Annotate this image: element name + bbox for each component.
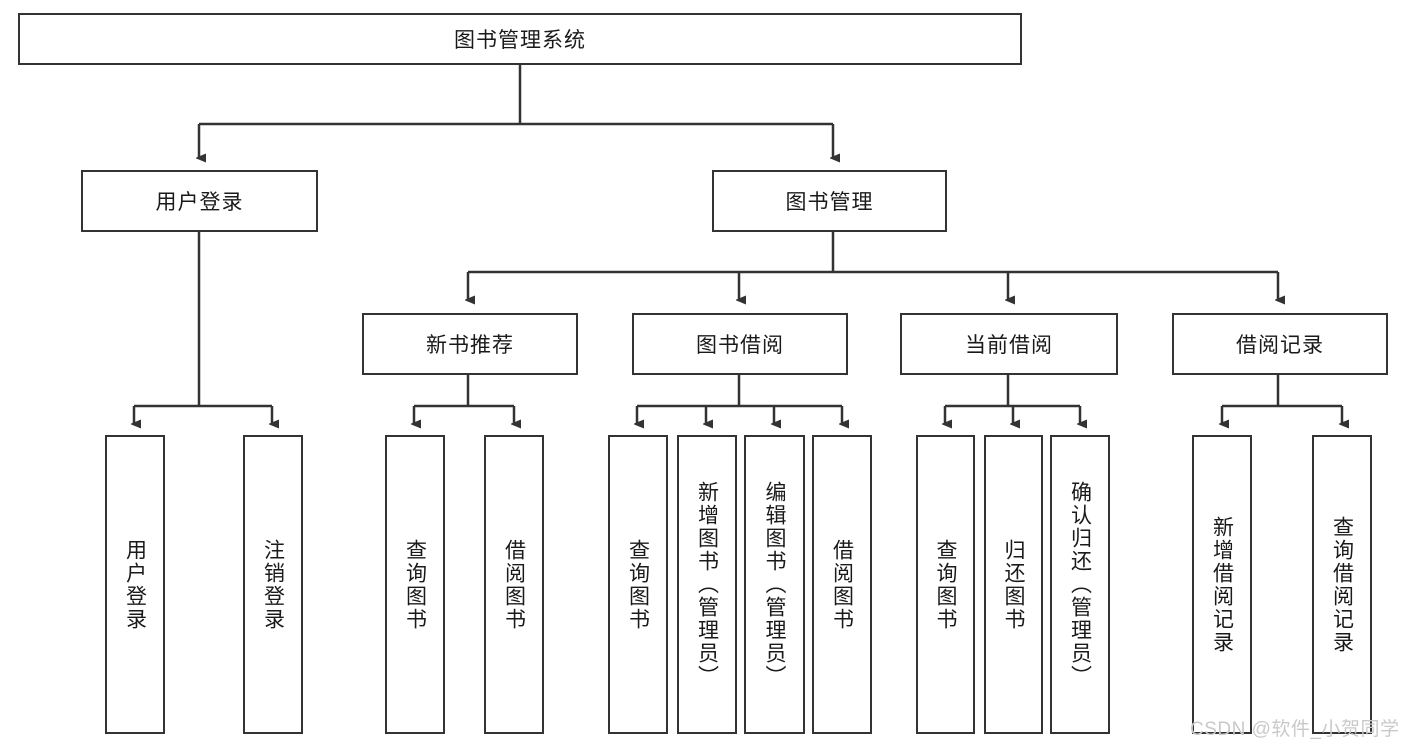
node-leaf-return-book[interactable]: 归还图书 (984, 435, 1043, 734)
node-leaf-confirm-return-admin[interactable]: 确认归还（管理员） (1050, 435, 1110, 734)
node-label: 查询图书 (403, 538, 427, 631)
node-label: 注销登录 (261, 538, 285, 631)
node-leaf-borrow-book-recommend[interactable]: 借阅图书 (484, 435, 544, 734)
node-label: 借阅图书 (830, 538, 854, 631)
node-leaf-query-book-recommend[interactable]: 查询图书 (385, 435, 445, 734)
node-label: 确认归还（管理员） (1068, 481, 1092, 688)
node-label: 借阅记录 (1236, 334, 1324, 357)
node-leaf-query-book-borrow[interactable]: 查询图书 (608, 435, 668, 734)
node-leaf-add-book-admin[interactable]: 新增图书（管理员） (677, 435, 737, 734)
node-leaf-add-borrow-record[interactable]: 新增借阅记录 (1192, 435, 1252, 734)
node-leaf-user-login[interactable]: 用户登录 (105, 435, 165, 734)
node-level2-user-login[interactable]: 用户登录 (81, 170, 318, 232)
node-level3-borrow-record[interactable]: 借阅记录 (1172, 313, 1388, 375)
node-label: 查询借阅记录 (1330, 515, 1354, 654)
node-level3-current-borrow[interactable]: 当前借阅 (900, 313, 1118, 375)
node-label: 图书借阅 (696, 334, 784, 357)
node-label: 新增借阅记录 (1210, 515, 1234, 654)
node-level2-book-management[interactable]: 图书管理 (712, 170, 947, 232)
node-label: 查询图书 (934, 538, 957, 631)
node-label: 新书推荐 (426, 334, 514, 357)
node-label: 新增图书（管理员） (695, 481, 719, 688)
node-leaf-query-borrow-record[interactable]: 查询借阅记录 (1312, 435, 1372, 734)
node-label: 归还图书 (1002, 538, 1025, 631)
csdn-watermark: CSDN @软件_小贺同学 (1190, 719, 1400, 740)
node-leaf-logout[interactable]: 注销登录 (243, 435, 303, 734)
node-leaf-borrow-book[interactable]: 借阅图书 (812, 435, 872, 734)
node-label: 编辑图书（管理员） (763, 481, 786, 688)
node-root[interactable]: 图书管理系统 (18, 13, 1022, 65)
node-leaf-edit-book-admin[interactable]: 编辑图书（管理员） (744, 435, 805, 734)
node-label: 查询图书 (626, 538, 650, 631)
node-label: 用户登录 (155, 191, 244, 214)
node-label: 图书管理 (785, 191, 874, 214)
node-label: 当前借阅 (965, 334, 1053, 357)
node-label: 用户登录 (123, 538, 147, 631)
node-leaf-query-book-current[interactable]: 查询图书 (916, 435, 975, 734)
node-label: 借阅图书 (502, 538, 526, 631)
node-level3-book-borrow[interactable]: 图书借阅 (632, 313, 848, 375)
node-level3-new-book-recommend[interactable]: 新书推荐 (362, 313, 578, 375)
node-label: 图书管理系统 (454, 29, 586, 52)
